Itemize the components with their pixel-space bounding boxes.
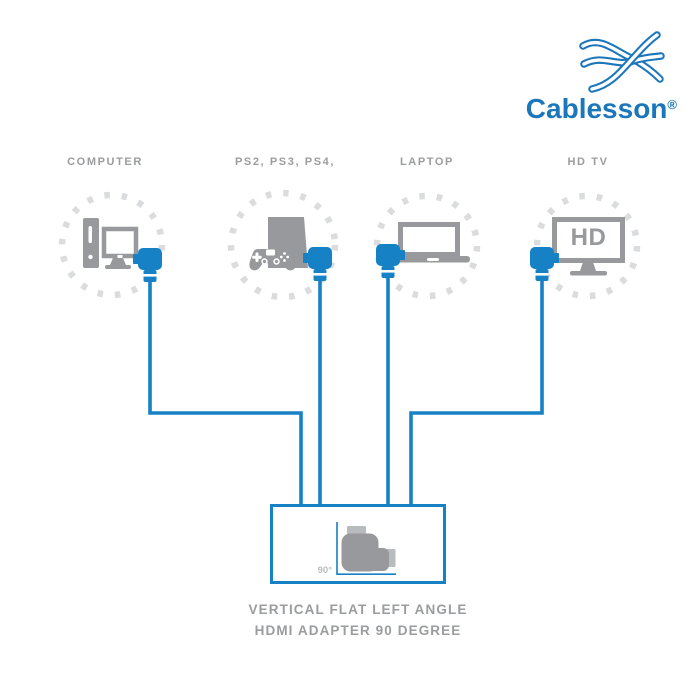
angle-degree-label: 90° <box>317 565 332 576</box>
laptop-circle <box>373 192 481 300</box>
registered-trademark-symbol: ® <box>667 97 677 112</box>
label-games-console: PS2, PS3, PS4, <box>234 156 336 168</box>
cablesson-logo-icon <box>579 31 665 93</box>
tv-screen-text: HD <box>570 224 607 251</box>
brand-wordmark: Cablesson® <box>417 93 677 125</box>
product-caption: VERTICAL FLAT LEFT ANGLE HDMI ADAPTER 90… <box>218 599 498 641</box>
hdmi-adapter-icon <box>336 522 396 575</box>
hdtv-circle <box>533 192 641 300</box>
label-laptop: LAPTOP <box>399 156 454 168</box>
caption-line-1: VERTICAL FLAT LEFT ANGLE <box>248 602 468 617</box>
dashed-circles <box>58 189 641 301</box>
console-circle <box>227 189 339 301</box>
computer-icon <box>83 218 139 269</box>
caption-line-2: HDMI ADAPTER 90 DEGREE <box>254 623 462 638</box>
brand-name: Cablesson <box>525 93 668 124</box>
games-console-icon <box>249 217 308 271</box>
hdtv-icon <box>552 217 625 276</box>
cable-hdtv <box>409 269 544 507</box>
laptop-icon <box>392 222 470 263</box>
cable-computer <box>148 270 303 507</box>
label-computer: COMPUTER <box>67 156 143 168</box>
computer-circle <box>58 191 166 299</box>
hdmi-cables <box>148 266 544 507</box>
label-hdtv: HD TV <box>567 156 609 168</box>
